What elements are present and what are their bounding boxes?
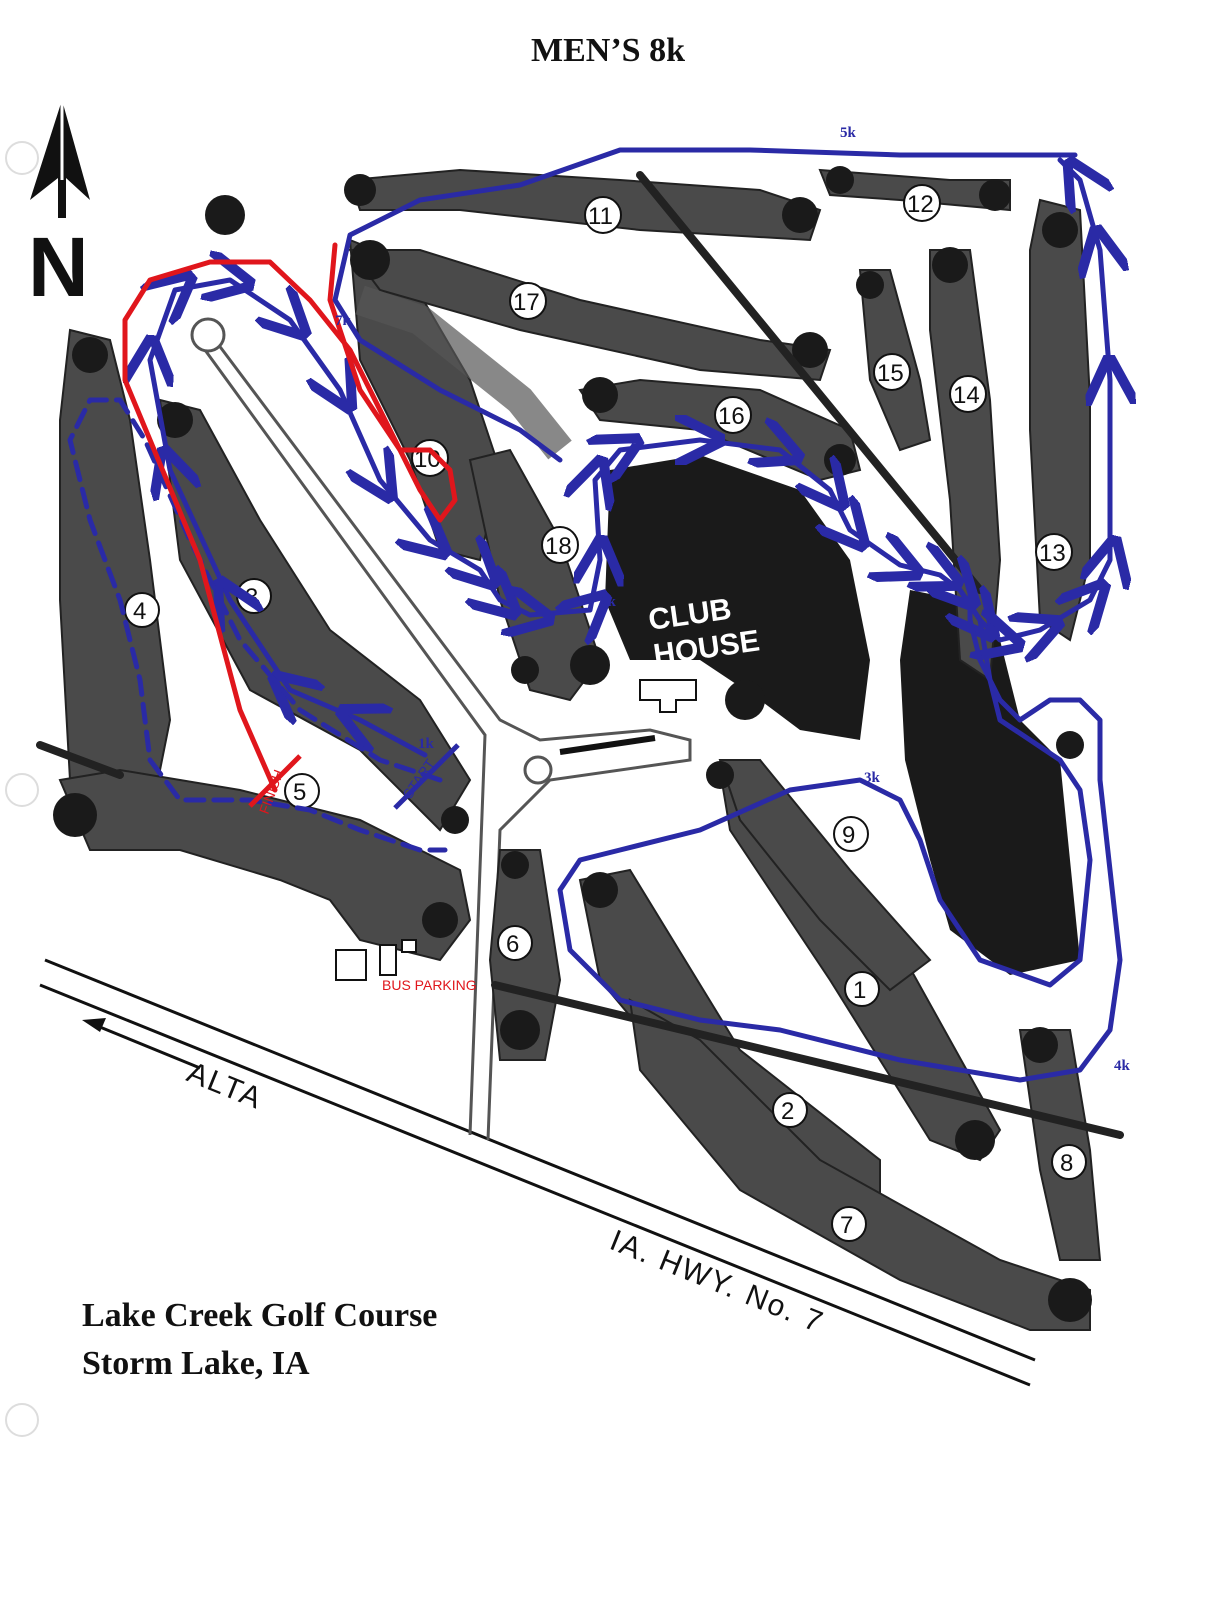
svg-text:13: 13 bbox=[1039, 540, 1066, 567]
hole-label-14: 14 bbox=[949, 375, 987, 413]
fairway-hole-13 bbox=[1029, 198, 1091, 642]
km-marker-3k: 3k bbox=[864, 770, 881, 786]
svg-text:16: 16 bbox=[718, 403, 745, 430]
svg-text:12: 12 bbox=[907, 191, 934, 218]
hole-label-15: 15 bbox=[873, 353, 911, 391]
cart-path bbox=[559, 735, 656, 755]
svg-text:5: 5 bbox=[293, 779, 306, 806]
svg-text:8: 8 bbox=[1060, 1150, 1073, 1177]
hole-label-9: 9 bbox=[833, 816, 869, 852]
finish-line bbox=[248, 754, 302, 808]
svg-text:15: 15 bbox=[877, 360, 904, 387]
svg-text:18: 18 bbox=[545, 533, 572, 560]
binder-hole-top bbox=[5, 141, 39, 175]
north-arrow-icon bbox=[30, 100, 90, 218]
fairway-hole-5 bbox=[58, 768, 472, 962]
highway bbox=[39, 958, 1036, 1387]
hole-label-11: 11 bbox=[584, 196, 622, 234]
binder-hole-middle bbox=[5, 773, 39, 807]
svg-text:1: 1 bbox=[853, 977, 866, 1004]
svg-text:6: 6 bbox=[506, 931, 519, 958]
hole-label-1: 1 bbox=[844, 971, 880, 1007]
fairway-hole-8 bbox=[1018, 1029, 1102, 1261]
hole-label-12: 12 bbox=[903, 184, 941, 222]
fairway-hole-11 bbox=[348, 168, 822, 242]
alta-arrow-icon bbox=[82, 1018, 201, 1070]
course-name: Lake Creek Golf Course bbox=[82, 1297, 438, 1334]
fairway-hole-9 bbox=[718, 759, 932, 992]
hole-label-17: 17 bbox=[509, 282, 547, 320]
hole-label-7: 7 bbox=[831, 1206, 867, 1242]
svg-text:9: 9 bbox=[842, 822, 855, 849]
map-title: MEN’S 8k bbox=[531, 32, 685, 69]
route-start-west bbox=[67, 397, 448, 853]
race-route bbox=[67, 147, 1123, 1083]
finish-route bbox=[122, 242, 458, 793]
km-marker-7k: 7k bbox=[335, 313, 352, 329]
hole-label-13: 13 bbox=[1035, 533, 1073, 571]
hole-label-8: 8 bbox=[1051, 1144, 1087, 1180]
hole-label-5: 5 bbox=[284, 773, 320, 809]
hole-label-3: 3 bbox=[236, 578, 272, 614]
course-location: Storm Lake, IA bbox=[82, 1345, 310, 1382]
north-label: N bbox=[28, 220, 89, 314]
road-label-highway: IA. HWY. No. 7 bbox=[605, 1224, 828, 1340]
hole-label-10: 10 bbox=[411, 439, 449, 477]
hole-label-4: 4 bbox=[124, 592, 160, 628]
roundabout-lower bbox=[523, 755, 553, 785]
svg-text:14: 14 bbox=[953, 382, 980, 409]
svg-text:17: 17 bbox=[513, 289, 540, 316]
road-label-alta: ALTA bbox=[182, 1056, 267, 1116]
route-loop-west bbox=[150, 160, 1110, 758]
roundabout-top bbox=[190, 317, 226, 353]
route-north bbox=[332, 147, 1078, 463]
km-marker-1k: 1k bbox=[418, 736, 435, 752]
binder-hole-bottom bbox=[5, 1403, 39, 1437]
clubhouse-sign bbox=[639, 679, 697, 713]
start-line bbox=[393, 743, 460, 810]
bus-parking-label: BUS PARKING bbox=[382, 977, 477, 993]
svg-text:11: 11 bbox=[588, 203, 613, 230]
route-east-down bbox=[557, 587, 1123, 1083]
km-marker-5k: 5k bbox=[840, 125, 857, 141]
hole-label-16: 16 bbox=[714, 396, 752, 434]
svg-text:4: 4 bbox=[133, 598, 146, 625]
svg-text:7: 7 bbox=[840, 1212, 853, 1239]
hole-label-18: 18 bbox=[541, 526, 579, 564]
km-marker-4k: 4k bbox=[1114, 1058, 1131, 1074]
hole-label-2: 2 bbox=[772, 1092, 808, 1128]
bus-parking-buildings bbox=[335, 939, 417, 981]
svg-text:2: 2 bbox=[781, 1098, 794, 1125]
svg-text:3: 3 bbox=[245, 584, 258, 611]
hole-label-6: 6 bbox=[497, 925, 533, 961]
km-marker-2k: 2k bbox=[600, 594, 617, 610]
